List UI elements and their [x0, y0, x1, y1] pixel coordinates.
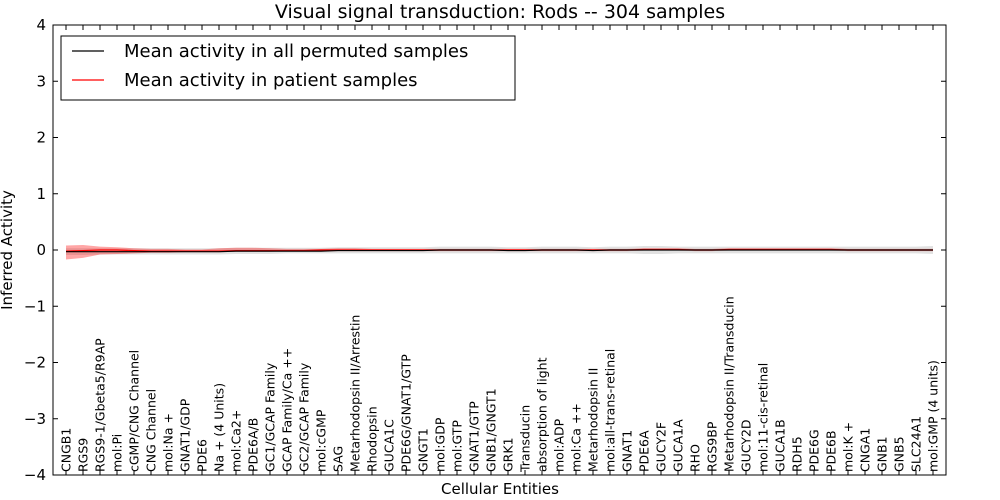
x-tick-label: PDE6 — [195, 439, 210, 472]
x-tick-label: GC1/GCAP Family — [263, 362, 278, 472]
y-tick-label: −2 — [24, 354, 46, 372]
x-tick-label: GUCY2D — [739, 419, 754, 472]
legend: Mean activity in all permuted samples Me… — [60, 35, 516, 101]
x-tick-label: GRK1 — [501, 437, 516, 472]
x-tick-label: mol:all-trans-retinal — [603, 349, 618, 472]
x-tick-label: GNGT1 — [416, 428, 431, 472]
x-tick-label: RGS9BP — [705, 421, 720, 472]
x-tick-label: GCAP Family/Ca ++ — [280, 348, 295, 472]
series-line-permuted — [66, 249, 933, 253]
x-tick-label: mol:K + — [841, 422, 856, 472]
x-tick-label: GNB1/GNGT1 — [484, 388, 499, 472]
x-tick-label: CNGA1 — [858, 428, 873, 472]
x-tick-label: GUCY2F — [654, 422, 669, 472]
x-tick-label: SLC24A1 — [909, 416, 924, 472]
legend-box — [60, 35, 516, 101]
x-tick-label: SAG — [331, 446, 346, 472]
x-tick-label: mol:Na + — [161, 413, 176, 472]
x-tick-label: GNB5 — [892, 436, 907, 472]
x-tick-label: PDE6G/GNAT1/GTP — [399, 354, 414, 472]
x-tick-label: mol:GTP — [450, 420, 465, 472]
x-tick-label: Metarhodopsin II/Transducin — [722, 296, 737, 472]
y-tick-label: 0 — [36, 241, 46, 259]
y-axis-ticks: −4 −3 −2 −1 0 1 2 3 4 — [24, 16, 946, 484]
y-axis-label: Inferred Activity — [0, 190, 16, 310]
y-tick-label: 3 — [36, 72, 46, 90]
x-tick-label: GUCA1A — [671, 419, 686, 472]
x-tick-label: GNAT1/GTP — [467, 401, 482, 472]
legend-label-patient: Mean activity in patient samples — [124, 70, 418, 91]
x-tick-label: PDE6A/B — [246, 418, 261, 472]
x-tick-label: cGMP/CNG Channel — [127, 350, 142, 472]
x-tick-label: Na + (4 Units) — [212, 383, 227, 472]
x-tick-label: mol:GMP (4 units) — [926, 360, 941, 472]
x-tick-label: GC2/GCAP Family — [297, 362, 312, 472]
x-tick-label: mol:cGMP — [314, 409, 329, 472]
x-tick-label: mol:11-cis-retinal — [756, 363, 771, 472]
x-tick-label: RHO — [688, 444, 703, 472]
x-tick-label: Metarhodopsin II — [586, 368, 601, 472]
x-tick-label: RGS9 — [76, 438, 91, 472]
x-tick-label: Transducin — [518, 405, 533, 473]
x-tick-label: PDE6B — [824, 430, 839, 472]
y-tick-label: 1 — [36, 185, 46, 203]
x-tick-label: absorption of light — [535, 357, 550, 472]
x-tick-label: PDE6A — [637, 430, 652, 472]
x-tick-label: mol:Ca2+ — [229, 410, 244, 472]
x-tick-label: PDE6G — [807, 429, 822, 472]
x-tick-label: RGS9-1/Gbeta5/R9AP — [93, 338, 108, 472]
y-tick-label: 2 — [36, 129, 46, 147]
x-tick-label: mol:GDP — [433, 417, 448, 472]
x-tick-label: GNAT1/GDP — [178, 398, 193, 472]
x-tick-label: GNAT1 — [620, 430, 635, 472]
x-tick-label: mol:ADP — [552, 418, 567, 472]
x-axis-label: Cellular Entities — [441, 480, 559, 498]
y-tick-label: −3 — [24, 410, 46, 428]
series-lines — [65, 248, 933, 253]
y-tick-label: −4 — [24, 466, 46, 484]
x-tick-label: RDH5 — [790, 436, 805, 472]
x-tick-label: mol:Ca ++ — [569, 403, 584, 472]
x-tick-label: CNGB1 — [59, 428, 74, 472]
x-tick-label: GUCA1B — [773, 419, 788, 472]
x-tick-label: CNG Channel — [144, 389, 159, 472]
y-tick-label: −1 — [24, 297, 46, 315]
legend-label-permuted: Mean activity in all permuted samples — [124, 41, 468, 62]
x-tick-label: Rhodopsin — [365, 406, 380, 472]
y-tick-label: 4 — [36, 16, 46, 34]
x-tick-label: GUCA1C — [382, 419, 397, 472]
x-tick-label: mol:Pi — [110, 434, 125, 472]
x-tick-label: GNB1 — [875, 436, 890, 472]
x-tick-label: Metarhodopsin II/Arrestin — [348, 315, 363, 472]
chart-title: Visual signal transduction: Rods -- 304 … — [275, 1, 725, 23]
